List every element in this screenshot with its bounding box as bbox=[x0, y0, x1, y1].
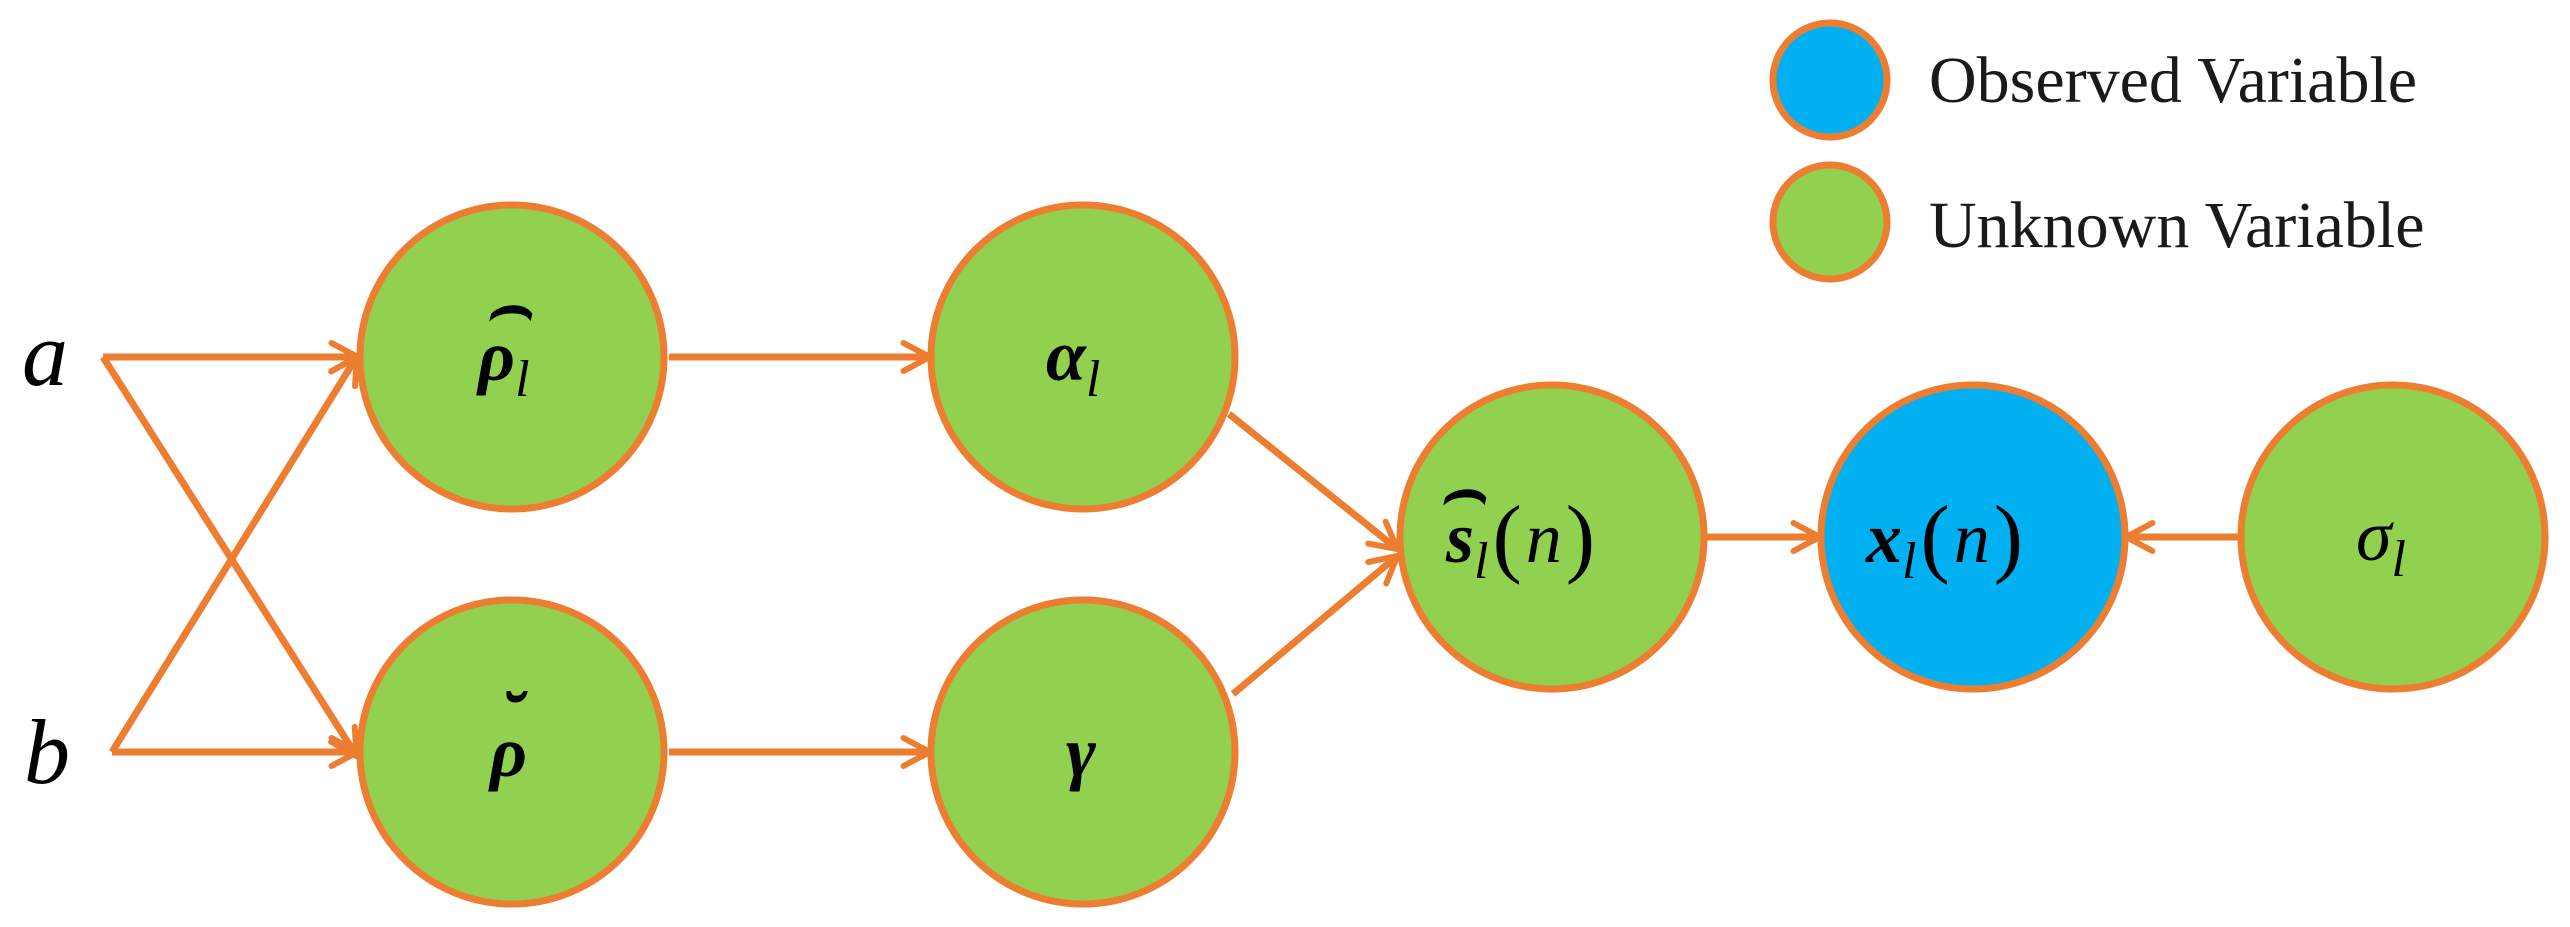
node-x-open-paren: ( bbox=[1920, 489, 1949, 586]
node-s-hat-accent: ⌢ bbox=[1438, 450, 1487, 530]
edge-gamma-to-s-hat bbox=[1230, 557, 1396, 697]
input-b-label: b bbox=[24, 701, 70, 803]
node-s-hat-subscript: l bbox=[1474, 533, 1488, 590]
input-a-label: a bbox=[22, 303, 68, 405]
legend-unknown-label: Unknown Variable bbox=[1929, 189, 2425, 262]
legend: Observed Variable Unknown Variable bbox=[1769, 19, 2425, 283]
node-gamma-label: γ bbox=[1066, 712, 1096, 792]
node-x-close-paren: ) bbox=[1994, 489, 2023, 586]
node-s-hat-label: sl(n) bbox=[1445, 489, 1595, 590]
node-s-hat-circle bbox=[1396, 381, 1708, 693]
node-sigma: σl bbox=[2237, 381, 2549, 693]
node-rho-breve-accent: ˘ bbox=[500, 678, 528, 758]
legend-observed-label: Observed Variable bbox=[1929, 44, 2417, 117]
legend-observed-swatch bbox=[1769, 19, 1891, 141]
node-rho-breve-label: ρ bbox=[488, 712, 527, 792]
node-s-hat-close-paren: ) bbox=[1566, 489, 1595, 586]
node-rho-hat-accent: ⌢ bbox=[484, 266, 533, 346]
node-alpha-circle bbox=[927, 201, 1239, 513]
node-rho-hat-symbol: ρ bbox=[476, 316, 515, 396]
node-sigma-circle bbox=[2237, 381, 2549, 693]
node-alpha-subscript: l bbox=[1086, 351, 1100, 408]
node-alpha: αl bbox=[927, 201, 1239, 513]
node-x-circle bbox=[1817, 381, 2129, 693]
node-rho-hat-subscript: l bbox=[515, 351, 529, 408]
node-rho-breve-circle bbox=[356, 596, 668, 908]
node-x-symbol: x bbox=[1865, 498, 1902, 578]
node-s-hat-argument: n bbox=[1526, 498, 1562, 578]
edge-b-to-rho-hat bbox=[109, 358, 356, 754]
edge-alpha-to-s-hat bbox=[1226, 411, 1396, 548]
legend-unknown-swatch bbox=[1769, 161, 1891, 283]
node-sigma-subscript: l bbox=[2392, 531, 2406, 588]
node-s-hat-open-paren: ( bbox=[1492, 489, 1521, 586]
node-rho-hat-label: ρl bbox=[476, 316, 530, 408]
edges bbox=[100, 357, 2239, 755]
node-x-subscript: l bbox=[1902, 533, 1916, 590]
node-rho-breve: ρ ˘ bbox=[356, 596, 668, 908]
node-gamma-symbol: γ bbox=[1066, 712, 1096, 792]
node-sigma-label: σl bbox=[2356, 496, 2406, 588]
node-alpha-label: αl bbox=[1046, 316, 1100, 408]
node-x-label: xl(n) bbox=[1865, 489, 2023, 590]
node-alpha-symbol: α bbox=[1046, 316, 1087, 396]
node-rho-breve-symbol: ρ bbox=[488, 712, 527, 792]
node-rho-hat: ρl ⌢ bbox=[356, 201, 668, 513]
node-x-argument: n bbox=[1954, 498, 1990, 578]
node-gamma: γ bbox=[927, 596, 1239, 908]
node-x: xl(n) bbox=[1817, 381, 2129, 693]
node-rho-hat-circle bbox=[356, 201, 668, 513]
node-sigma-symbol: σ bbox=[2356, 496, 2394, 576]
node-s-hat: sl(n) ⌢ bbox=[1396, 381, 1708, 693]
node-gamma-circle bbox=[927, 596, 1239, 908]
node-s-hat-symbol: s bbox=[1445, 498, 1474, 578]
